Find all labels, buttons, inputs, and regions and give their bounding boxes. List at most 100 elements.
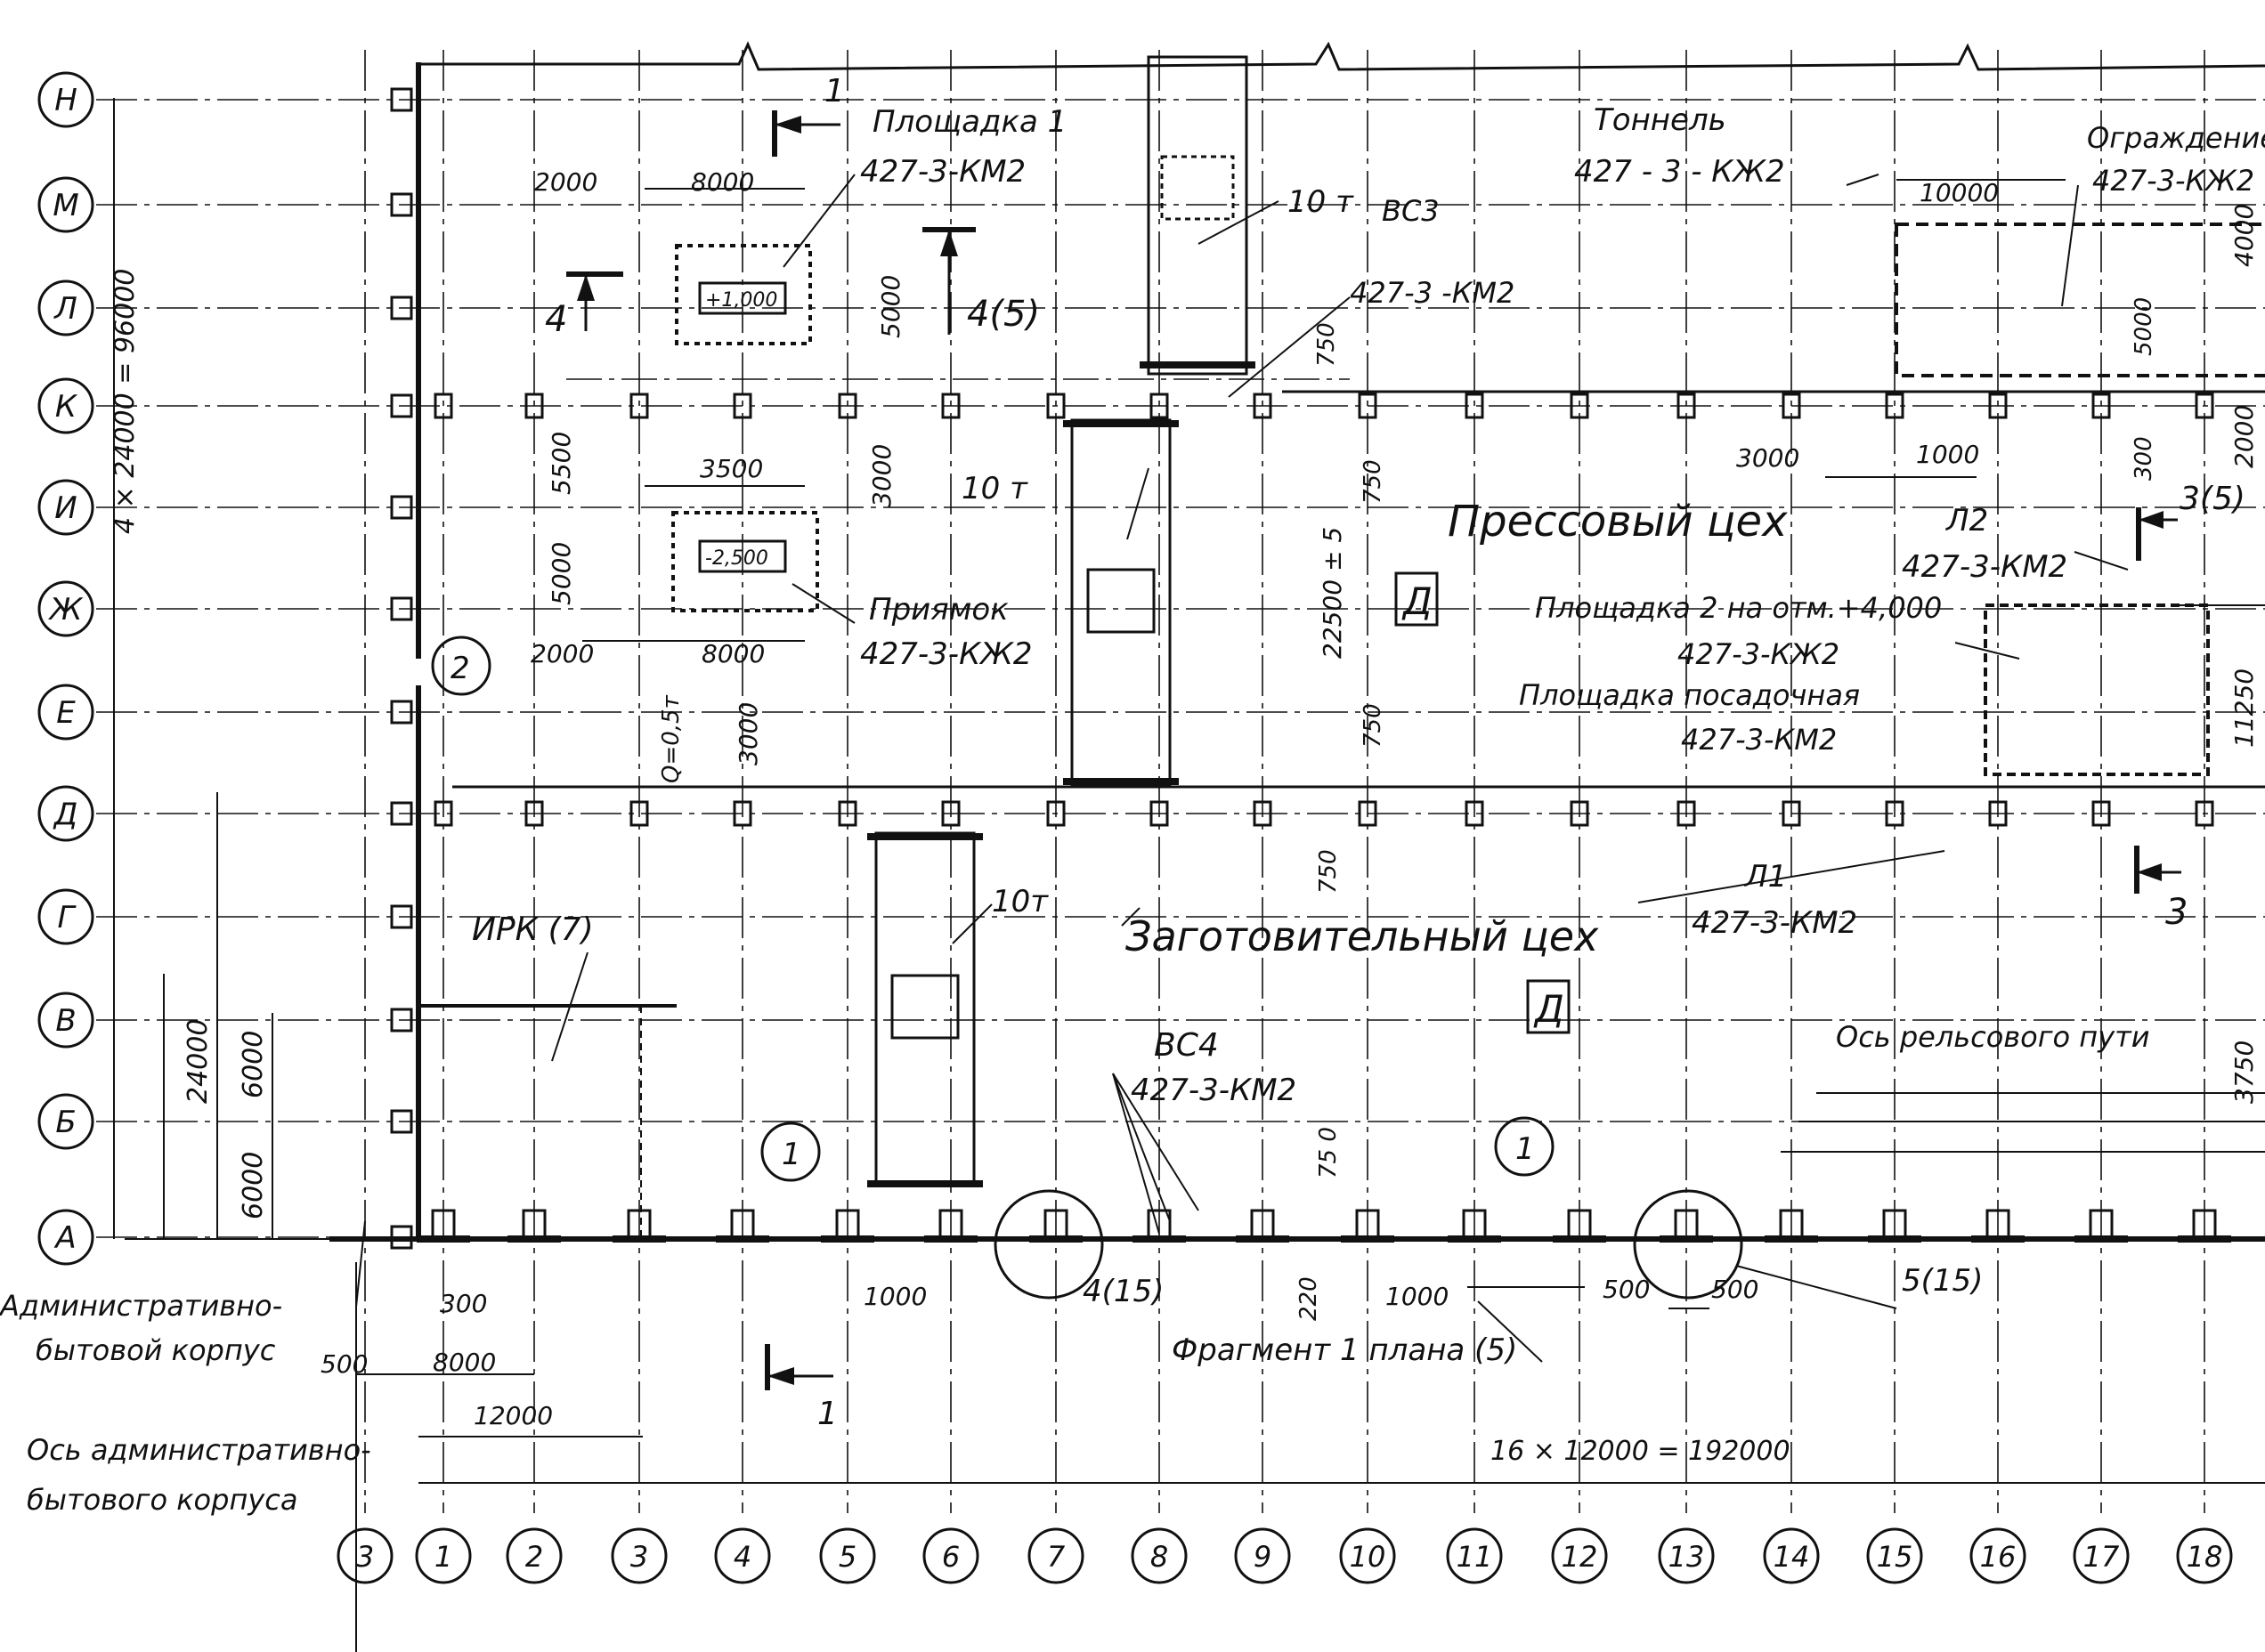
column-marker <box>524 393 544 419</box>
fragment-label: Фрагмент 1 плана (5) <box>1172 1332 1517 1368</box>
column-marker <box>1570 800 1589 827</box>
column-axis-bubble <box>1969 1527 2026 1584</box>
row-axis-label: К <box>55 389 78 425</box>
landing-code: 427-3-КМ2 <box>1681 723 1837 757</box>
column-marker <box>1782 393 1801 419</box>
wall-column-marker <box>390 700 413 725</box>
column-marker <box>733 393 752 419</box>
crane-top-label: 10 т <box>1287 184 1354 220</box>
row-axis-label: Б <box>55 1105 76 1140</box>
dim-2000-right: 2000 <box>2229 405 2259 468</box>
column-axis-label: 15 <box>1877 1540 1913 1574</box>
wall-column-marker <box>390 1008 413 1032</box>
dim-vertical-total: 4 × 24000 = 96000 <box>110 269 141 534</box>
ref-circle-1b <box>1494 1116 1555 1177</box>
row-axis-bubble <box>37 1093 94 1150</box>
north-break-line <box>418 41 2265 71</box>
column-axis-label: 12 <box>1562 1540 1598 1574</box>
column-marker <box>1358 393 1377 419</box>
dim-22500: 22500 ± 5 <box>1318 527 1347 659</box>
leader-line <box>1112 1073 1171 1222</box>
dim-3000-mid: 3000 <box>867 444 897 507</box>
row-axis-label: Н <box>54 83 77 118</box>
dim-8000-mid: 8000 <box>702 639 765 668</box>
ref-circle-2-label: 2 <box>451 651 470 686</box>
row-axis-bubble <box>37 580 94 637</box>
wall-column-marker <box>390 87 413 112</box>
dim-5000-top: 5000 <box>876 275 905 338</box>
wall-column-marker <box>390 393 413 418</box>
column-marker <box>1570 393 1589 419</box>
crane-middle <box>1063 418 1179 787</box>
dim-500-left: 500 <box>321 1349 368 1379</box>
category-box-1 <box>1394 571 1439 627</box>
row-axis-label: Д <box>53 797 78 832</box>
dimension-lines <box>113 98 2265 1652</box>
section-mark-4-left <box>566 271 623 331</box>
column-axis-bubble <box>2176 1527 2233 1584</box>
column-marker <box>1988 800 2008 827</box>
row-axis-bubble <box>37 992 94 1049</box>
column-axis-label: 8 <box>1150 1540 1168 1574</box>
leader-line <box>1121 907 1141 927</box>
column-marker <box>1885 393 1904 419</box>
column-marker <box>941 800 961 827</box>
dim-1000-a: 1000 <box>864 1282 927 1311</box>
dim-500-b: 500 <box>1711 1275 1758 1304</box>
fence-code: 427-3-КЖ2 <box>2092 164 2254 198</box>
column-axis-label: 9 <box>1254 1540 1271 1574</box>
tunnel-title: Тоннель <box>1594 102 1726 138</box>
category-box-2 <box>1526 979 1571 1034</box>
admin-axis-line2: бытового корпуса <box>27 1483 298 1517</box>
row-axis-bubble <box>37 279 94 336</box>
column-marker <box>1676 800 1696 827</box>
dim-3000-right: 3000 <box>1736 443 1799 473</box>
wall-column-marker <box>390 904 413 929</box>
section-mark-1-bottom <box>765 1344 833 1390</box>
ref-circle-2 <box>431 636 491 696</box>
leader-line <box>783 174 856 268</box>
crane-lower-label: 10т <box>992 884 1049 919</box>
row-axis-label: Л <box>53 291 77 327</box>
column-marker <box>2195 800 2214 827</box>
ref-circle-1a-label: 1 <box>782 1137 801 1172</box>
dim-3000-low: 3000 <box>734 702 763 765</box>
pit-title: Приямок <box>869 592 1009 628</box>
tunnel-code: 427 - 3 - КЖ2 <box>1574 154 1785 190</box>
wall-column-marker <box>390 801 413 826</box>
leader-line <box>2074 551 2129 571</box>
platform-1-mark: +1,000 <box>705 289 777 312</box>
column-axis-label: 7 <box>1047 1540 1066 1574</box>
crane-middle-label: 10 т <box>962 471 1028 506</box>
column-axis-label: 10 <box>1350 1540 1386 1574</box>
row-axis-label: А <box>53 1220 76 1256</box>
dim-1000-b: 1000 <box>1385 1282 1449 1311</box>
dim-220: 220 <box>1295 1276 1322 1321</box>
landing-title: Площадка посадочная <box>1519 678 1860 712</box>
leader-line <box>1112 1073 1199 1211</box>
row-axis-label: Е <box>56 695 76 731</box>
row-axis-bubble <box>37 785 94 842</box>
irk-label: ИРК (7) <box>472 911 594 948</box>
column-marker <box>1253 800 1272 827</box>
dim-300-bottom: 300 <box>440 1289 487 1318</box>
pit-outline <box>671 511 819 612</box>
column-axis-label: 2 <box>525 1540 543 1574</box>
column-marker <box>1465 800 1484 827</box>
platform-1-outline <box>675 244 812 345</box>
wall-column-marker <box>390 192 413 217</box>
section-4-right-label: 4(5) <box>967 294 1040 335</box>
column-axis-label: 1 <box>434 1540 452 1574</box>
leader-line <box>1112 1073 1160 1235</box>
column-marker <box>629 393 649 419</box>
dim-500-a: 500 <box>1603 1275 1650 1304</box>
node-5-15-circle <box>1633 1189 1743 1300</box>
ref-circle-1a <box>760 1122 821 1182</box>
column-marker <box>1358 800 1377 827</box>
dim-6000-b: 6000 <box>238 1152 269 1219</box>
leader-line <box>1126 467 1149 540</box>
dim-750-1: 750 <box>1313 322 1340 367</box>
dim-750-2: 750 <box>1360 459 1386 504</box>
column-axis-label: 3 <box>630 1540 648 1574</box>
column-marker <box>1988 393 2008 419</box>
